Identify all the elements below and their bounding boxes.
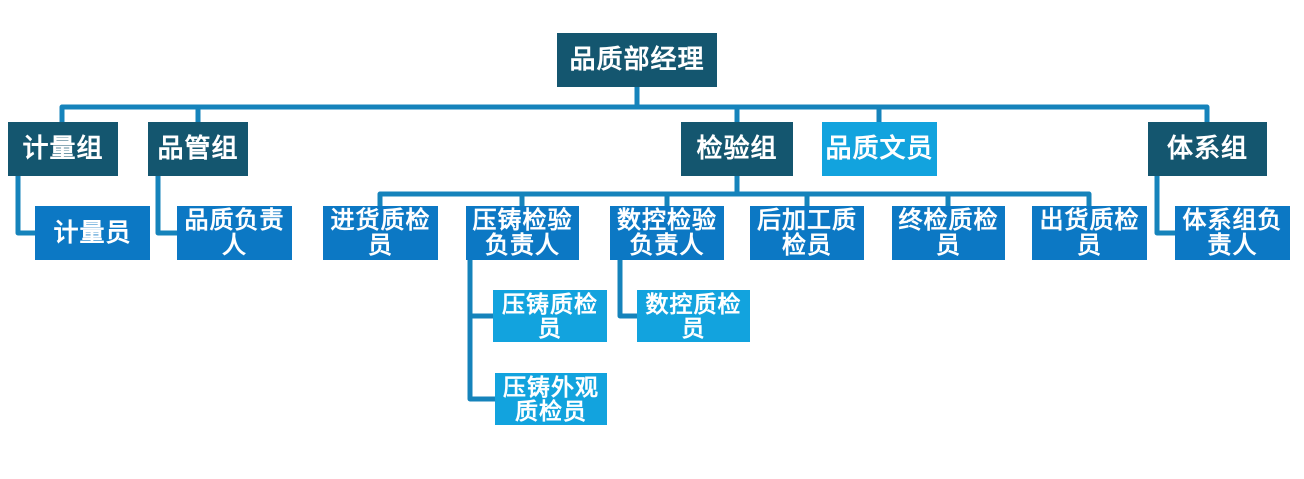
connector-elbow-system-lead bbox=[1154, 176, 1175, 236]
node-quality-clerk: 品质文员 bbox=[822, 122, 937, 176]
connector-elbow-metering-staff bbox=[15, 176, 35, 236]
node-metering-staff: 计量员 bbox=[35, 206, 150, 260]
node-quality-dept-manager: 品质部经理 bbox=[557, 33, 717, 87]
node-diecast-lead: 压铸检验负责人 bbox=[466, 206, 579, 260]
node-diecast-inspector: 压铸质检员 bbox=[493, 290, 607, 342]
node-diecast-appearance-inspector: 压铸外观质检员 bbox=[495, 373, 607, 425]
node-final-inspector: 终检质检员 bbox=[892, 206, 1005, 260]
node-incoming-inspector: 进货质检员 bbox=[323, 206, 438, 260]
node-qc-group: 品管组 bbox=[148, 122, 248, 176]
node-system-group: 体系组 bbox=[1148, 122, 1267, 176]
connector-elbow-diecast-inspector bbox=[467, 260, 493, 319]
node-shipping-inspector: 出货质检员 bbox=[1032, 206, 1147, 260]
node-cnc-lead: 数控检验负责人 bbox=[610, 206, 724, 260]
connector-elbow-quality-lead bbox=[155, 176, 177, 236]
connector-elbow-cnc-inspector bbox=[617, 260, 637, 319]
node-postprocess-inspector: 后加工质检员 bbox=[750, 206, 864, 260]
node-metering-group: 计量组 bbox=[8, 122, 118, 176]
node-system-lead: 体系组负责人 bbox=[1175, 206, 1290, 260]
node-cnc-inspector: 数控质检员 bbox=[637, 290, 750, 342]
node-quality-lead: 品质负责人 bbox=[177, 206, 292, 260]
connector-elbow-diecast-appearance bbox=[467, 316, 495, 402]
connector-main-rail bbox=[59, 104, 1210, 122]
node-inspection-group: 检验组 bbox=[681, 122, 793, 176]
connector-inspection-rail bbox=[377, 191, 1092, 206]
